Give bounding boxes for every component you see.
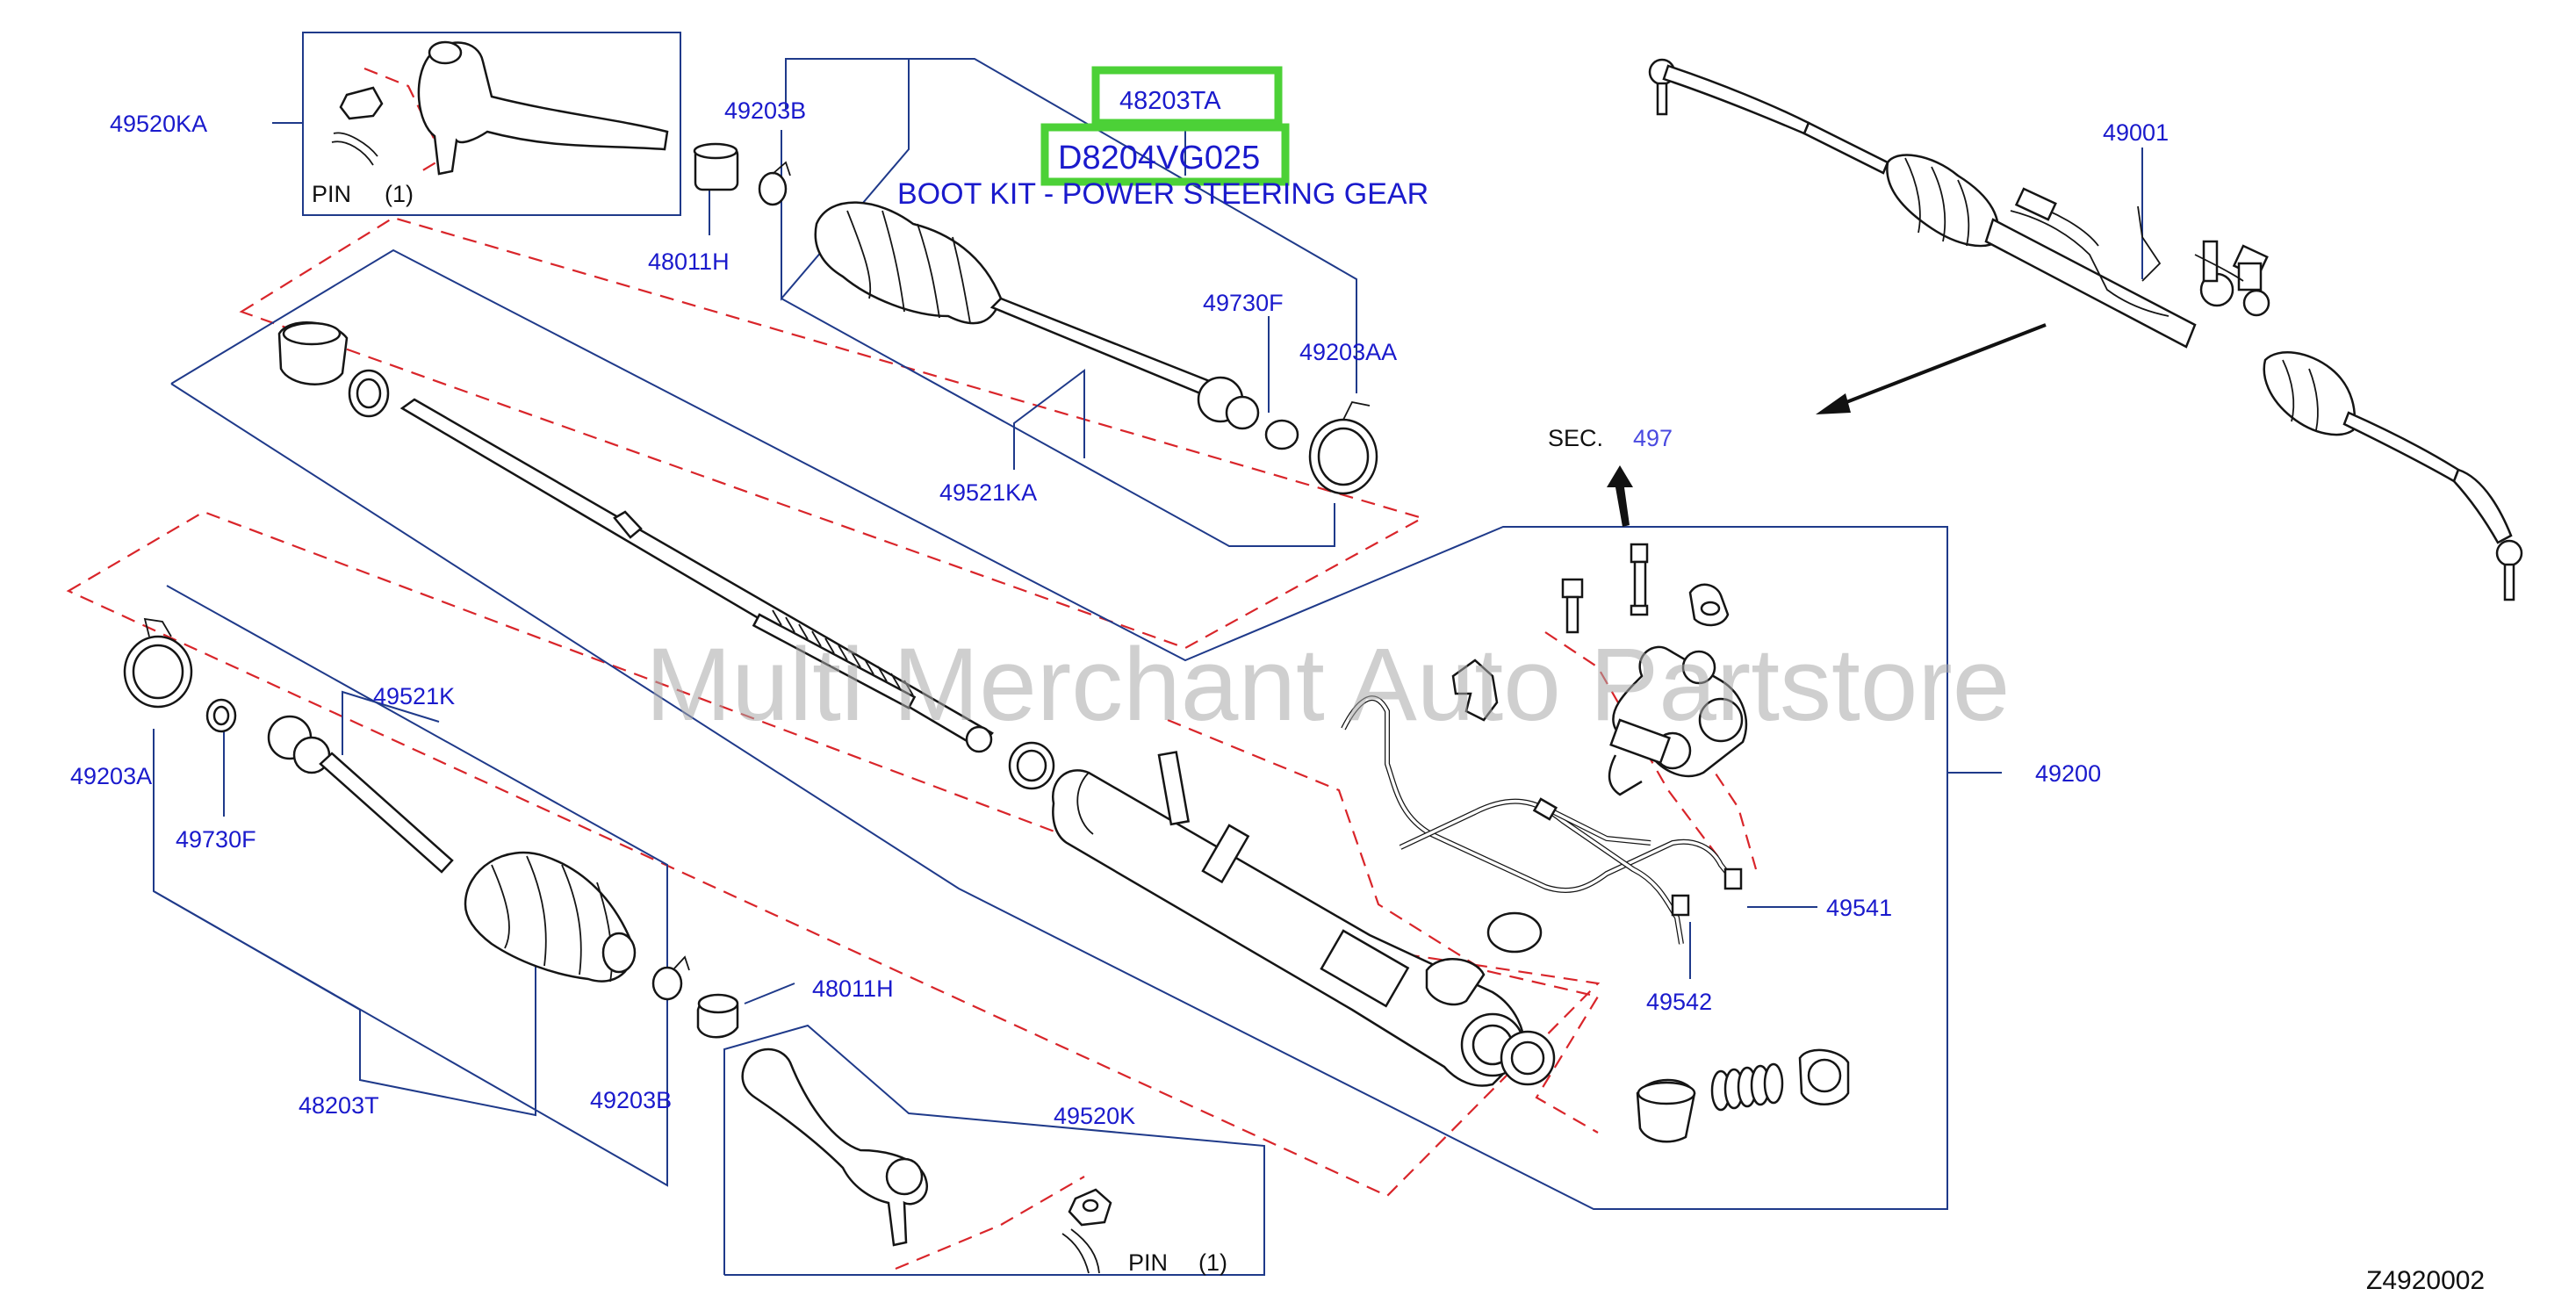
valve-assembly [1608,645,1747,796]
callout-box-49200 [170,248,1948,1210]
dashed-outline-valve-area [1167,718,1600,1134]
yoke-spring-assembly [1636,1048,1850,1143]
label-sec-num[interactable]: 497 [1633,425,1673,451]
bushing-48011H-bot [696,993,739,1039]
boot-top [814,201,1003,325]
o-ring [1486,911,1543,954]
label-49203A[interactable]: 49203A [70,763,152,789]
label-48203T[interactable]: 48203T [299,1092,379,1119]
label-pin-bot: PIN [1128,1249,1168,1276]
label-pin-bot-qty: (1) [1198,1249,1227,1276]
label-49541[interactable]: 49541 [1826,895,1892,921]
pressure-pipes [1341,695,1743,945]
tie-rod-end-bottom [741,1047,1112,1274]
label-49542[interactable]: 49542 [1646,989,1712,1015]
label-49521K[interactable]: 49521K [373,683,455,709]
label-49001[interactable]: 49001 [2103,119,2169,146]
direction-arrow [1816,323,2047,414]
label-49730F-bot[interactable]: 49730F [176,826,256,853]
label-48203TA[interactable]: 48203TA [1119,87,1221,115]
inner-tie-rod-bottom [267,715,454,874]
fitting-valve [1688,583,1730,627]
label-48011H-bot[interactable]: 48011H [812,975,894,1002]
label-49521KA[interactable]: 49521KA [939,479,1037,506]
assembly-dashed-outlines [66,67,1758,1271]
bolt-valve-1 [1561,578,1584,634]
clamp-49203AA [1308,400,1378,495]
label-diagram-code: Z4920002 [2366,1266,2485,1295]
boot-bottom [464,851,637,983]
label-49203B-top[interactable]: 49203B [724,97,806,124]
tie-rod-end-top [331,40,669,176]
label-pin-top: PIN [312,181,351,207]
part-labels: 48203TA D8204VG025 BOOT KIT - POWER STEE… [70,87,2485,1295]
callout-box-49520K [723,1024,1265,1276]
dashed-outline-tie-top [363,67,445,172]
watermark: Multi Merchant Auto Partstore [645,627,2010,743]
gear-housing [1051,751,1556,1087]
callout-bracket-49203B-top [785,58,1357,393]
clamp-49203A [123,617,193,709]
bolt-valve-2 [1630,543,1649,616]
label-49520KA[interactable]: 49520KA [110,111,207,137]
label-48011H-top[interactable]: 48011H [648,248,730,275]
callout-bracket-48203T [153,890,536,1117]
rack-shaft [277,321,1055,790]
clamp-49203B-top [758,161,791,206]
rack-bushing-upper [277,321,349,385]
label-49203B-bot[interactable]: 49203B [590,1087,672,1113]
label-49203AA[interactable]: 49203AA [1299,339,1397,365]
highlight-box-D8204VG025 [1040,123,1290,186]
rack-teeth [772,609,914,696]
highlight-box-48203TA [1091,66,1283,127]
dashed-outline-valve-lines [1544,631,1722,861]
inner-tie-rod-top [989,297,1299,450]
callout-lines [153,32,2143,1276]
callout-leader-48011H-bot [744,983,795,1004]
dashed-outline-lower-assembly [66,510,1601,1198]
dashed-outline-tie-bottom [895,1176,1085,1271]
label-49520K[interactable]: 49520K [1054,1103,1135,1129]
label-boot-kit: BOOT KIT - POWER STEERING GEAR [897,177,1428,211]
complete-gear-assembly [1648,58,2523,601]
label-pin-top-qty: (1) [385,181,414,207]
washer-49730F-bot [205,698,237,733]
callout-box-49521KA [781,298,1335,547]
label-49730F-top[interactable]: 49730F [1203,290,1284,316]
callout-leader-49521KA-lines [1013,369,1085,470]
sec-arrow [1607,465,1633,527]
label-sec: SEC. [1548,425,1603,451]
spring-coils [1710,1062,1784,1112]
dashed-outline-upper-rack [239,216,1425,650]
label-D8204VG025[interactable]: D8204VG025 [1058,140,1260,176]
bracket-clip [1451,659,1499,722]
bushing-48011H-top [693,142,739,191]
label-49200[interactable]: 49200 [2035,760,2101,787]
clamp-49203B-bot [651,955,690,1001]
